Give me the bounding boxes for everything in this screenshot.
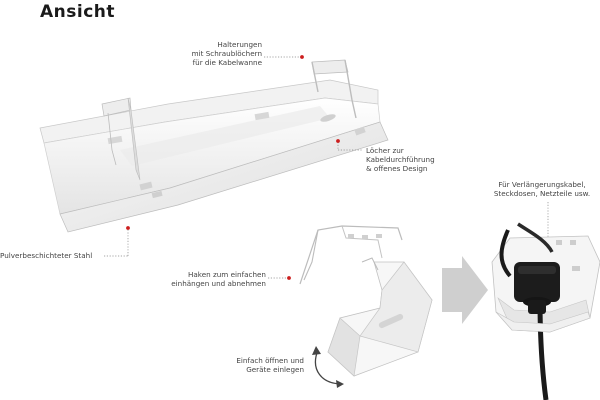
annotation-haken: Haken zum einfachen einhängen und abnehm… (171, 270, 266, 288)
annotation-line: Für Verlängerungskabel, (498, 180, 586, 189)
leader-halterungen (264, 55, 304, 59)
cable-tray-main (39, 59, 389, 233)
leader-stahl (104, 226, 130, 257)
annotation-verlaengerung: Für Verlängerungskabel, Steckdosen, Netz… (486, 180, 598, 198)
page-title: Ansicht (40, 2, 116, 22)
annotation-line: & offenes Design (366, 164, 428, 173)
leader-haken (268, 276, 291, 280)
annotation-stahl: Pulverbeschichteter Stahl (0, 251, 92, 260)
annotation-line: Löcher zur (366, 146, 404, 155)
tray-with-plug (491, 222, 600, 400)
annotation-line: Steckdosen, Netzteile usw. (493, 189, 591, 198)
leader-loecher (336, 139, 362, 151)
annotation-line: Haken zum einfachen (188, 270, 266, 279)
annotation-line: Einfach öffnen und (236, 356, 304, 365)
leader-verlaengerung (546, 202, 550, 242)
annotation-line: Geräte einlegen (246, 365, 304, 374)
annotation-line: für die Kabelwanne (192, 58, 262, 67)
annotation-oeffnen: Einfach öffnen und Geräte einlegen (236, 356, 304, 374)
annotation-loecher: Löcher zur Kabeldurchführung & offenes D… (366, 146, 435, 173)
arrow-right-icon (442, 256, 488, 324)
annotation-line: Pulverbeschichteter Stahl (0, 251, 93, 260)
annotation-line: Halterungen (217, 40, 262, 49)
annotation-halterungen: Halterungen mit Schraublöchern für die K… (192, 40, 262, 67)
annotation-line: Kabeldurchführung (366, 155, 435, 164)
rotate-arrow-icon (312, 346, 344, 388)
tray-open-detail (299, 225, 433, 377)
annotation-line: einhängen und abnehmen (171, 279, 266, 288)
annotation-line: mit Schraublöchern (191, 49, 262, 58)
